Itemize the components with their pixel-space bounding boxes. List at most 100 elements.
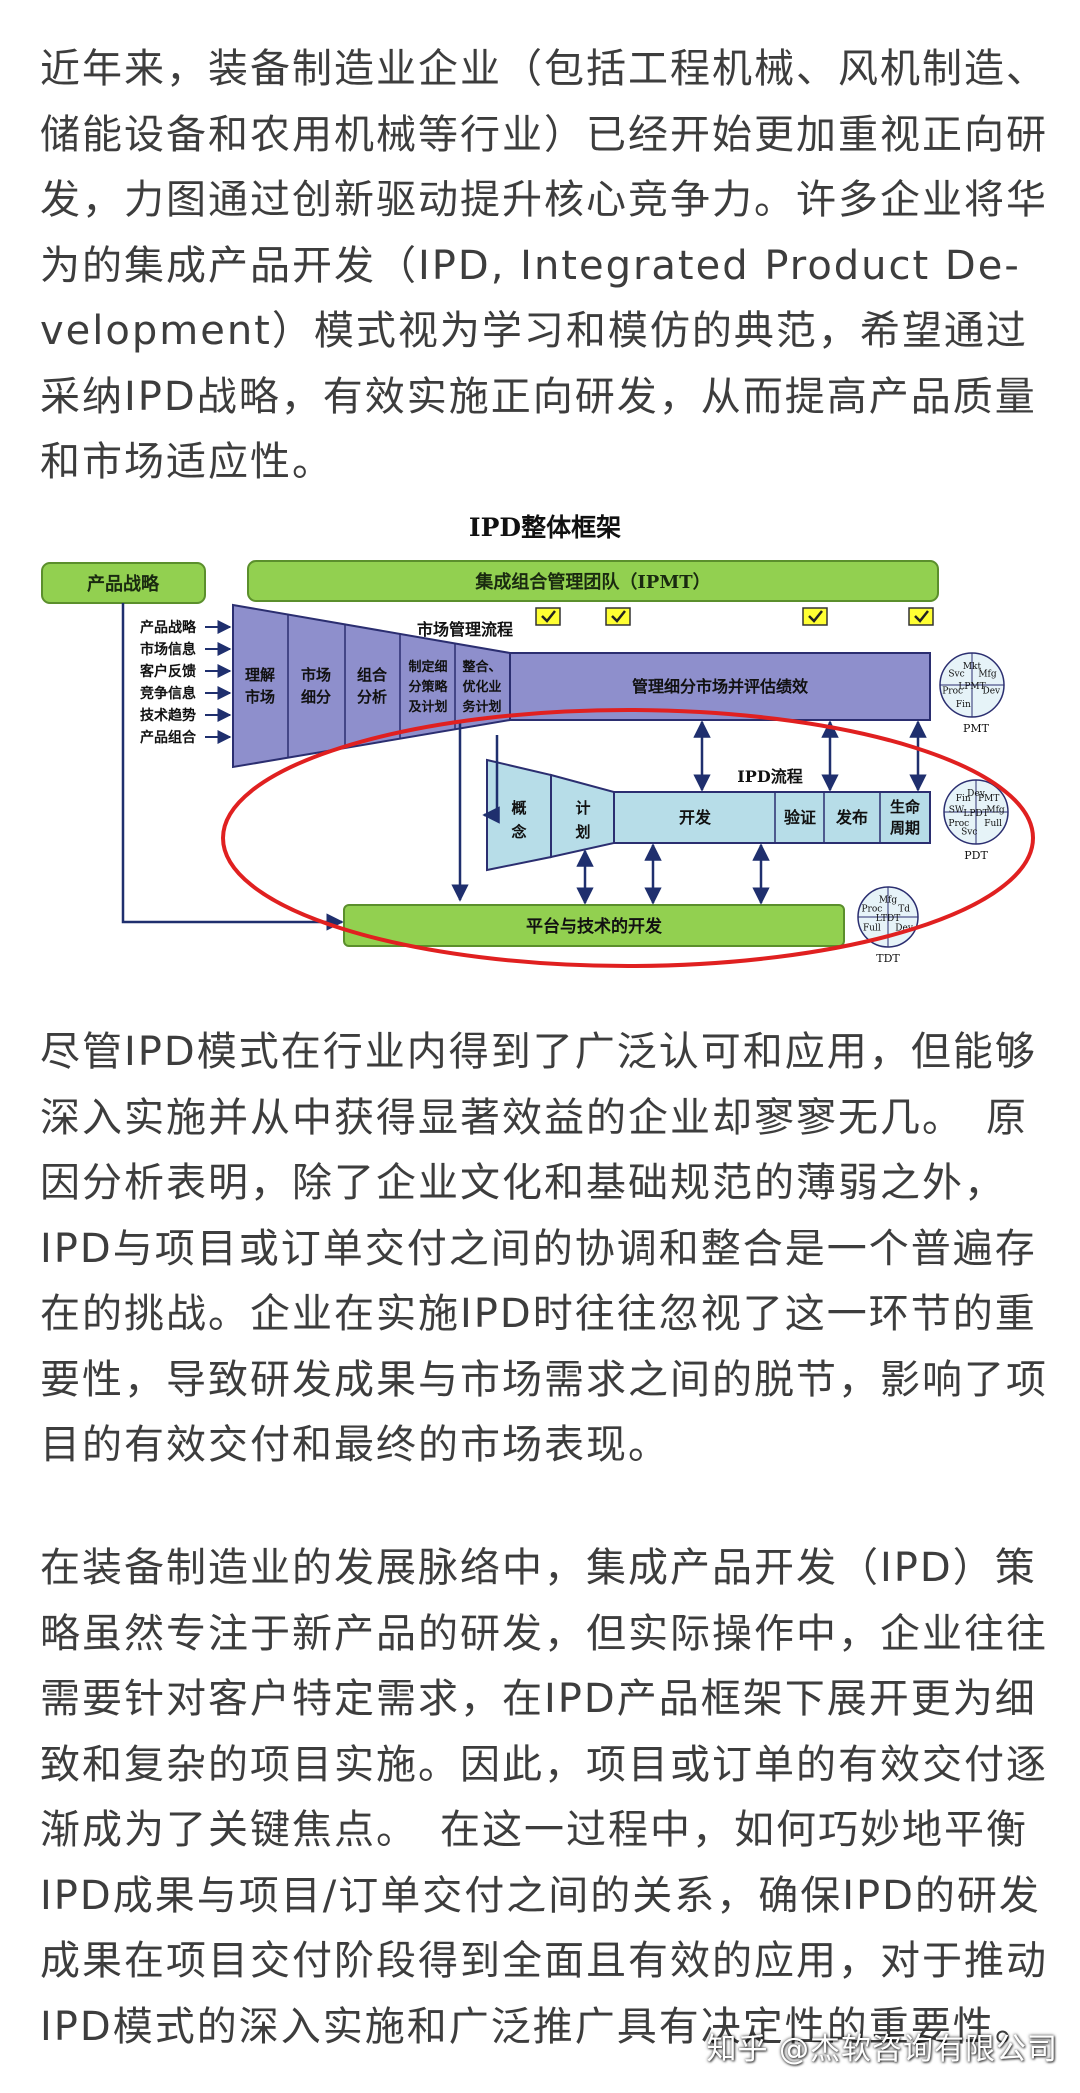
paragraph-line: 尽管IPD模式在行业内得到了广泛认可和应用，但能够 bbox=[40, 1029, 1037, 1075]
paragraph-line: 为的集成产品开发（IPD, Integrated Product De- bbox=[40, 242, 1021, 289]
platform-tech-bar bbox=[343, 904, 845, 947]
team-role-label: Proc bbox=[861, 905, 882, 915]
highlight-ellipse bbox=[221, 708, 1035, 968]
paragraph-line: 深入实施并从中获得显著效益的企业却寥寥无几。 原 bbox=[40, 1094, 1028, 1141]
pdt-stage-label: 周期 bbox=[890, 819, 920, 837]
team-role-label: Svc bbox=[961, 828, 977, 838]
pdt-stage-label: 计 bbox=[575, 799, 590, 817]
market-input-item: 竞争信息 bbox=[140, 685, 196, 702]
team-role-label: Svc bbox=[948, 670, 964, 680]
paragraph-line: 储能设备和农用机械等行业）已经开始更加重视正向研 bbox=[40, 111, 1048, 158]
challenge-paragraph: 尽管IPD模式在行业内得到了广泛认可和应用，但能够深入实施并从中获得显著效益的企… bbox=[40, 1020, 1048, 1479]
diagram-title: IPD整体框架 bbox=[469, 513, 621, 542]
paragraph-line: 采纳IPD战略，有效实施正向研发，从而提高产品质量 bbox=[40, 373, 1037, 420]
decision-checkboxes bbox=[535, 607, 934, 626]
team-role-label: PMT bbox=[978, 794, 999, 804]
funnel-stage-label: 分策略 bbox=[408, 679, 448, 695]
product-strategy-label: 产品战略 bbox=[87, 573, 160, 595]
team-role-label: Fin bbox=[956, 700, 971, 710]
team-role-label: Mfg bbox=[879, 895, 898, 905]
paragraph-line: 发，力图通过创新驱动提升核心竞争力。许多企业将华 bbox=[40, 177, 1048, 223]
pdt-pipeline bbox=[613, 791, 931, 844]
team-role-label: Proc bbox=[948, 819, 969, 829]
market-input-item: 产品组合 bbox=[140, 729, 197, 746]
pdt-stage-label: 验证 bbox=[784, 808, 816, 827]
check-mark-icon bbox=[611, 610, 626, 623]
team-role-label: Dev bbox=[967, 789, 986, 799]
check-mark-icon bbox=[541, 610, 556, 623]
platform-tech-label: 平台与技术的开发 bbox=[526, 916, 663, 937]
team-role-label: Fin bbox=[956, 794, 971, 804]
funnel-stage-label: 市场 bbox=[301, 666, 331, 684]
paragraph-line: 近年来，装备制造业企业（包括工程机械、风机制造、 bbox=[40, 46, 1048, 92]
paragraph-line: 因分析表明，除了企业文化和基础规范的薄弱之外， bbox=[40, 1160, 1006, 1206]
ipmt-label: 集成组合管理团队（IPMT） bbox=[474, 571, 710, 593]
decision-checkbox bbox=[802, 607, 828, 626]
pdt-caption: PDT bbox=[964, 849, 988, 862]
team-role-label: Mfg bbox=[978, 670, 997, 680]
pdt-stage-label: 生命 bbox=[890, 798, 921, 816]
funnel-stage-label: 务计划 bbox=[462, 699, 501, 715]
market-input-item: 市场信息 bbox=[140, 641, 196, 658]
team-role-label: Proc bbox=[942, 686, 963, 696]
team-role-label: Td bbox=[898, 905, 910, 915]
team-role-label: Full bbox=[863, 923, 881, 933]
check-mark-icon bbox=[914, 610, 929, 623]
check-mark-icon bbox=[808, 610, 823, 623]
flow-arrows bbox=[121, 603, 927, 931]
pdt-stage-label: 开发 bbox=[679, 808, 712, 827]
team-role-label: Dev bbox=[983, 686, 1002, 696]
pmt-caption: PMT bbox=[963, 722, 990, 735]
funnel-stage-label: 整合、 bbox=[461, 659, 501, 675]
funnel-stage-label: 分析 bbox=[357, 688, 387, 706]
paragraph-line: IPD成果与项目/订单交付之间的关系，确保IPD的研发 bbox=[40, 1872, 1041, 1919]
pdt-stage-label: 划 bbox=[575, 823, 590, 841]
paragraph-line: IPD模式的深入实施和广泛推广具有决定性的重要性。 bbox=[40, 2003, 1037, 2050]
ipd-process-label: IPD流程 bbox=[737, 767, 802, 786]
market-input-item: 客户反馈 bbox=[139, 663, 196, 680]
tdt-caption: TDT bbox=[876, 952, 900, 965]
manage-segments-label: 管理细分市场并评估绩效 bbox=[632, 677, 808, 696]
paragraph-line: 在装备制造业的发展脉络中，集成产品开发（IPD）策 bbox=[40, 1545, 1037, 1591]
manage-segments-bar bbox=[509, 652, 931, 721]
team-role-label: SW bbox=[949, 806, 965, 816]
funnel-stage-label: 组合 bbox=[357, 666, 388, 684]
pdt-stage-label: 发布 bbox=[835, 808, 868, 827]
pdt-stage-label: 概 bbox=[511, 799, 526, 817]
team-role-label: Mfg bbox=[986, 806, 1005, 816]
funnel-stage-label: 制定细 bbox=[408, 659, 447, 675]
team-role-label: LTDT bbox=[876, 914, 900, 924]
ipmt-bar bbox=[247, 560, 939, 602]
paragraph-line: 和市场适应性。 bbox=[40, 439, 334, 485]
pdt-stage-label: 念 bbox=[510, 823, 526, 841]
market-process-label: 市场管理流程 bbox=[417, 620, 513, 639]
paragraph-line: 略虽然专注于新产品的研发，但实际操作中，企业往往 bbox=[40, 1610, 1048, 1657]
team-role-label: LPDT bbox=[963, 809, 988, 819]
zhihu-watermark: 知乎 @杰软咨询有限公司 bbox=[706, 2032, 1058, 2067]
market-input-item: 技术趋势 bbox=[140, 707, 196, 724]
paragraph-line: velopment）模式视为学习和模仿的典范，希望通过 bbox=[40, 308, 1028, 354]
context-paragraph: 在装备制造业的发展脉络中，集成产品开发（IPD）策略虽然专注于新产品的研发，但实… bbox=[40, 1536, 1048, 2060]
funnel-stage-label: 优化业 bbox=[462, 679, 501, 695]
ipd-framework-diagram: IPD整体框架 产品战略 集成组合管理团队（IPMT） 市场管理流程 产品战略市… bbox=[41, 513, 1035, 968]
market-input-item: 产品战略 bbox=[140, 619, 197, 636]
paragraph-line: IPD与项目或订单交付之间的协调和整合是一个普遍存 bbox=[40, 1225, 1037, 1272]
paragraph-line: 需要针对客户特定需求，在IPD产品框架下展开更为细 bbox=[40, 1676, 1037, 1722]
team-role-label: LPMT bbox=[958, 682, 985, 692]
intro-paragraph: 近年来，装备制造业企业（包括工程机械、风机制造、储能设备和农用机械等行业）已经开… bbox=[40, 37, 1048, 496]
funnel-stage-label: 细分 bbox=[301, 688, 331, 706]
paragraph-line: 要性，导致研发成果与市场需求之间的脱节，影响了项 bbox=[40, 1356, 1048, 1403]
paragraph-line: 成果在项目交付阶段得到全面且有效的应用，对于推动 bbox=[40, 1938, 1048, 1984]
paragraph-line: 致和复杂的项目实施。因此，项目或订单的有效交付逐 bbox=[40, 1741, 1048, 1788]
team-role-label: Dev bbox=[895, 923, 914, 933]
paragraph-line: 渐成为了关键焦点。 在这一过程中，如何巧妙地平衡 bbox=[40, 1807, 1028, 1853]
funnel-stage-label: 及计划 bbox=[408, 699, 447, 715]
team-role-label: Full bbox=[984, 819, 1002, 829]
paragraph-line: 目的有效交付和最终的市场表现。 bbox=[40, 1422, 670, 1468]
decision-checkbox bbox=[535, 607, 561, 626]
team-role-label: Mkt bbox=[963, 662, 982, 672]
decision-checkbox bbox=[908, 607, 934, 626]
